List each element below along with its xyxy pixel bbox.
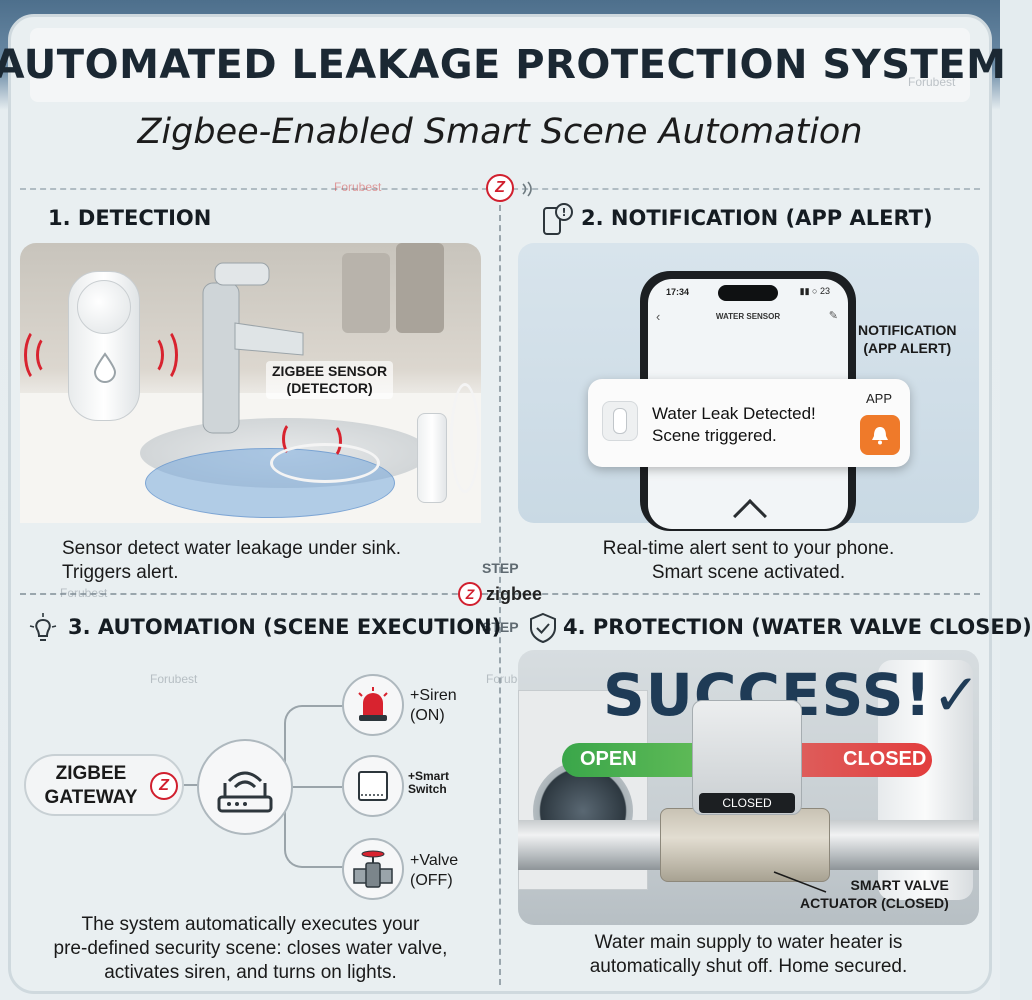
vertical-divider xyxy=(499,205,501,985)
step-label: STEP xyxy=(482,560,519,576)
lightbulb-icon xyxy=(29,613,57,641)
phone-alert-icon: ! xyxy=(543,203,573,235)
connector-line xyxy=(292,786,342,788)
bottle xyxy=(396,243,444,333)
edit-icon: ✎ xyxy=(828,310,838,322)
shield-check-icon xyxy=(530,612,556,644)
alarm-wave-icon xyxy=(148,327,178,383)
notification-card: Water Leak Detected! Scene triggered. AP… xyxy=(588,379,910,467)
step-1-heading: 1. DETECTION xyxy=(48,206,212,230)
alarm-wave-icon xyxy=(24,327,54,383)
valve-closed-label: CLOSED xyxy=(843,748,927,770)
zigbee-sensor-device xyxy=(68,271,140,421)
sensor-app-icon xyxy=(602,401,638,441)
siren-action xyxy=(342,674,404,736)
step-label: STEP xyxy=(482,619,519,635)
sensor-cable xyxy=(450,383,480,493)
connector-line xyxy=(284,808,344,868)
smart-valve-actuator: CLOSED xyxy=(692,700,802,815)
zigbee-gateway-label: ZIGBEE GATEWAY Z xyxy=(24,754,184,816)
step-2-heading: 2. NOTIFICATION (APP ALERT) xyxy=(581,206,933,230)
back-chevron-icon: ‹ xyxy=(656,309,661,324)
siren-label: +Siren (ON) xyxy=(410,687,457,724)
connector-line xyxy=(284,705,344,765)
notification-callout: NOTIFICATION (APP ALERT) xyxy=(858,322,957,356)
app-label: APP xyxy=(866,391,893,406)
valve-icon xyxy=(353,850,393,888)
svg-text:!: ! xyxy=(562,206,567,219)
callout-pointer xyxy=(773,871,827,893)
sensor-cap xyxy=(77,280,131,334)
signal-waves-icon xyxy=(522,181,532,197)
notification-caption: Real-time alert sent to your phone. Smar… xyxy=(602,538,895,583)
smart-switch-label: +Smart Switch xyxy=(408,769,450,796)
phone-time: 17:34 xyxy=(666,287,690,297)
bottle xyxy=(342,253,390,333)
sensor-cable xyxy=(270,443,380,483)
siren-icon xyxy=(358,687,388,721)
valve-action xyxy=(342,838,404,900)
detection-caption: Sensor detect water leakage under sink. … xyxy=(62,538,402,583)
smart-switch-action xyxy=(342,755,404,817)
notification-photo: 17:34 ▮▮ ○ 23 ‹ WATER SENSOR ✎ NOTIFICAT… xyxy=(518,243,979,533)
notification-message: Water Leak Detected! Scene triggered. xyxy=(652,404,816,445)
step-3-heading: 3. AUTOMATION (SCENE EXECUTION) xyxy=(68,615,502,639)
zigbee-brand-text: zigbee xyxy=(486,583,543,604)
watermark: Forubest xyxy=(908,75,956,89)
water-drop-icon xyxy=(93,352,117,383)
faucet-icon xyxy=(202,262,304,434)
sensor-callout: ZIGBEE SENSOR (DETECTOR) xyxy=(266,361,394,399)
zigbee-z-icon: Z xyxy=(458,582,482,606)
gateway-router-icon xyxy=(197,739,293,835)
watermark: Forubest xyxy=(60,586,108,600)
phone-screen-title: WATER SENSOR xyxy=(715,312,781,321)
title-banner: AUTOMATED LEAKAGE PROTECTION SYSTEM xyxy=(0,28,1006,102)
page-title: AUTOMATED LEAKAGE PROTECTION SYSTEM xyxy=(0,42,1007,88)
detection-photo: ZIGBEE SENSOR (DETECTOR) xyxy=(20,243,481,523)
step-4-heading: 4. PROTECTION (WATER VALVE CLOSED) xyxy=(563,615,1032,639)
actuator-status-tag: CLOSED xyxy=(699,793,795,813)
bell-icon xyxy=(860,415,900,455)
watermark: Forubest xyxy=(334,180,382,194)
valve-label: +Valve (OFF) xyxy=(410,852,459,889)
phone-status-icons: ▮▮ ○ 23 xyxy=(799,286,830,296)
watermark: Forubest xyxy=(150,672,198,686)
automation-caption: The system automatically executes your p… xyxy=(53,914,448,983)
phone-notch xyxy=(718,285,778,301)
zigbee-logo: Z zigbee xyxy=(458,582,542,606)
wall-switch-icon xyxy=(358,771,388,801)
zigbee-z-icon: Z xyxy=(150,772,178,800)
page-subtitle: Zigbee-Enabled Smart Scene Automation xyxy=(137,112,863,152)
mini-water-sensor xyxy=(417,413,447,503)
zigbee-z-icon: Z xyxy=(486,174,514,202)
valve-actuator-callout: SMART VALVE ACTUATOR (CLOSED) xyxy=(800,877,949,911)
chevron-up-icon xyxy=(733,499,767,533)
alarm-wave-icon xyxy=(320,423,342,459)
valve-open-label: OPEN xyxy=(580,748,637,770)
horizontal-divider xyxy=(20,593,980,595)
protection-caption: Water main supply to water heater is aut… xyxy=(518,931,979,979)
